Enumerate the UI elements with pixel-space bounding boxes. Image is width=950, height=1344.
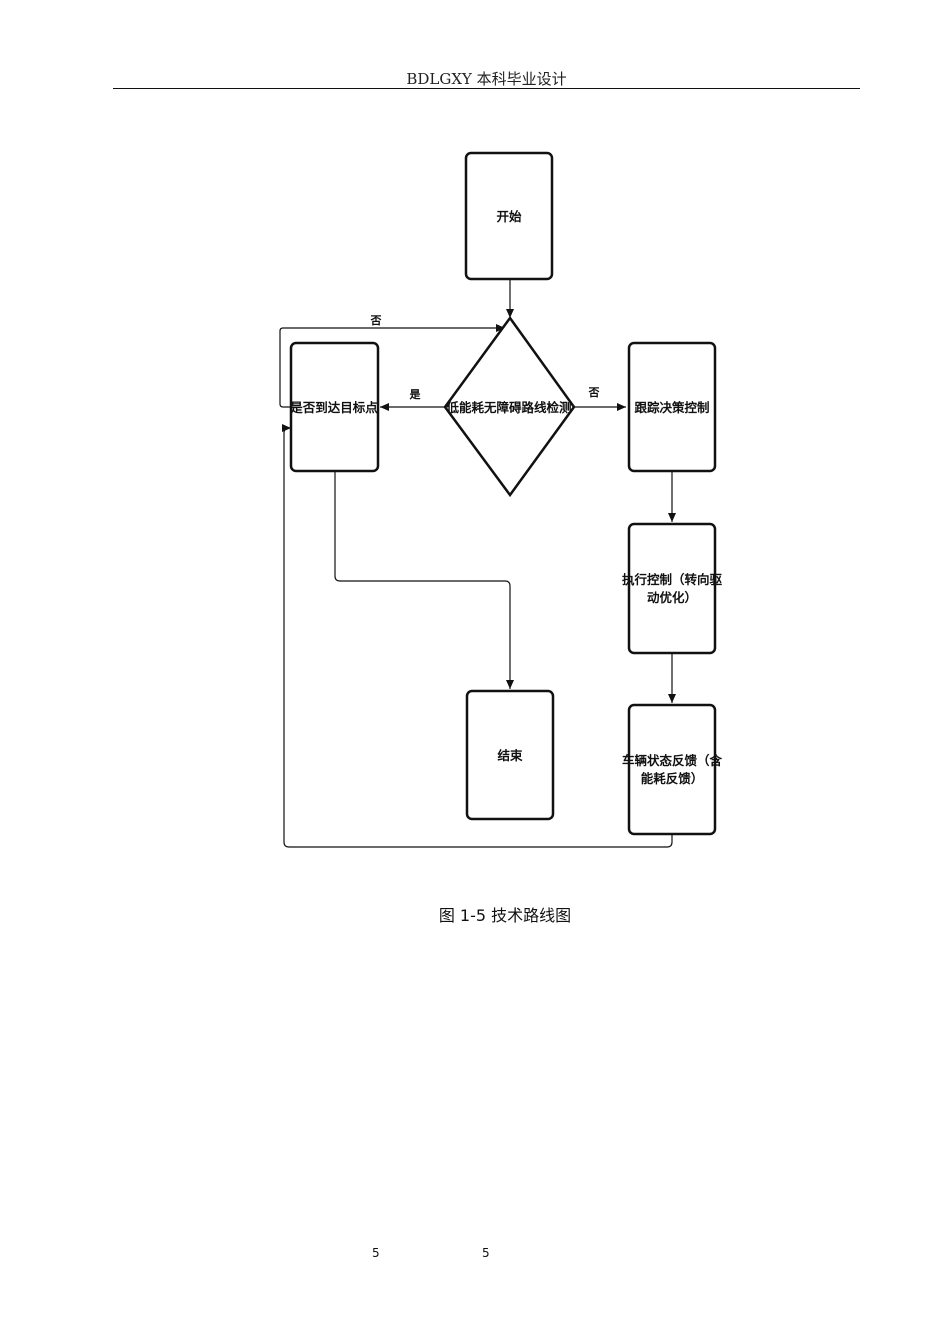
figure-caption: 图 1-5 技术路线图 <box>438 906 572 925</box>
edge-reached-back-to-decision <box>279 324 505 408</box>
node-start-label: 开始 <box>496 209 522 224</box>
node-reached: 是否到达目标点 <box>289 341 380 473</box>
node-decision: 低能耗无障碍路线检测 <box>443 315 576 498</box>
node-decision-label: 低能耗无障碍路线检测 <box>445 400 571 415</box>
page-header: BDLGXY 本科毕业设计 <box>406 70 567 88</box>
node-end: 结束 <box>465 689 555 821</box>
node-end-label: 结束 <box>497 748 523 763</box>
edge-label-no-right: 否 <box>588 386 600 399</box>
node-feedback-label-line2: 能耗反馈） <box>641 771 704 786</box>
node-tracking-label: 跟踪决策控制 <box>634 400 709 415</box>
node-reached-label: 是否到达目标点 <box>289 400 378 415</box>
node-execute: 执行控制（转向驱 动优化） <box>622 522 723 655</box>
header-rule <box>113 88 860 89</box>
node-start: 开始 <box>464 151 554 281</box>
node-feedback-label-line1: 车辆状态反馈（含 <box>622 753 723 768</box>
edge-label-no-top: 否 <box>370 314 382 327</box>
edge-label-yes: 是 <box>409 388 422 401</box>
page-number-right: 5 <box>482 1246 490 1260</box>
page-number-left: 5 <box>372 1246 380 1260</box>
node-feedback: 车辆状态反馈（含 能耗反馈） <box>622 703 723 836</box>
edge-feedback-to-reached <box>282 424 673 848</box>
edge-reached-to-end <box>334 472 514 689</box>
node-execute-label-line1: 执行控制（转向驱 <box>622 572 723 587</box>
node-execute-label-line2: 动优化） <box>647 590 697 605</box>
node-tracking: 跟踪决策控制 <box>627 341 717 473</box>
